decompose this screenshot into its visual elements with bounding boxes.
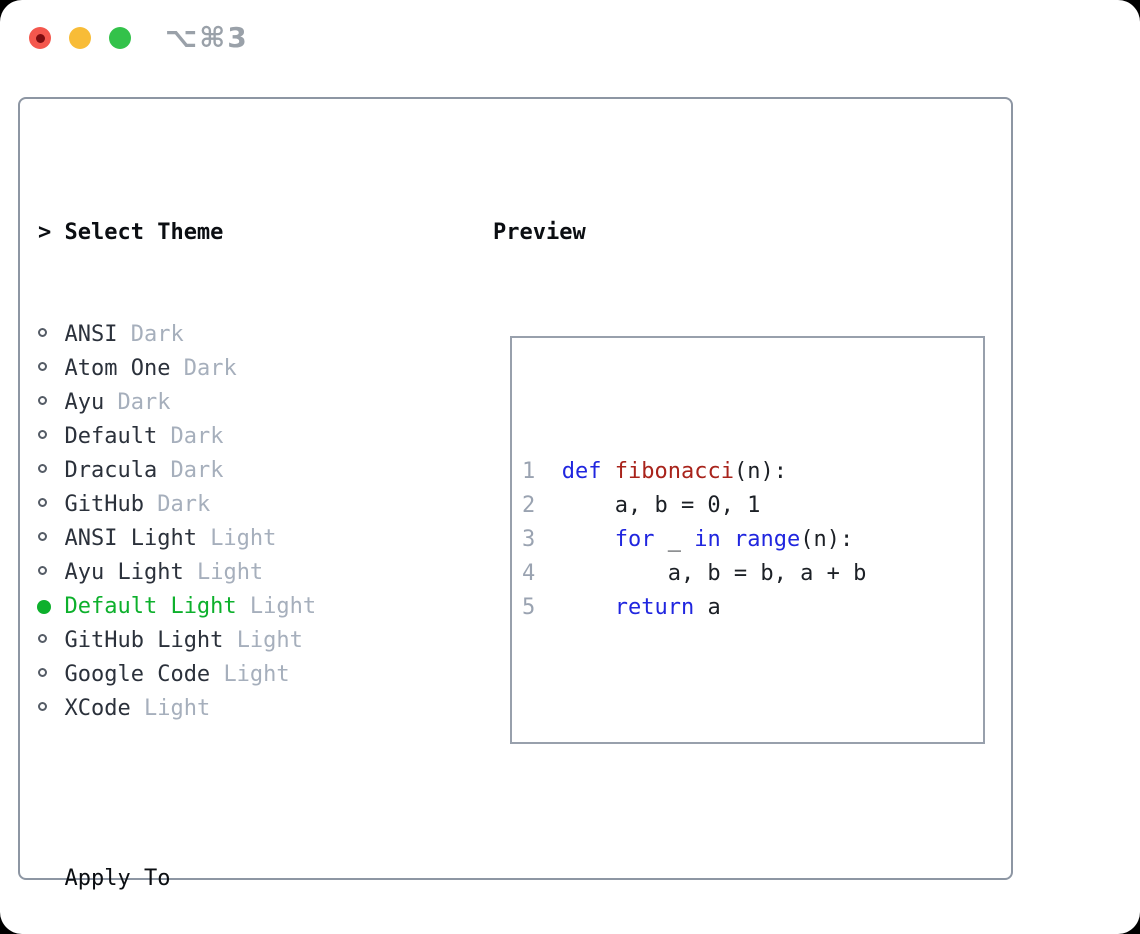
radio-icon: [38, 454, 64, 488]
code-content: for _ in range(n):: [614, 527, 854, 552]
theme-name: GitHub: [64, 492, 144, 517]
minimize-button[interactable]: [69, 27, 91, 49]
theme-variant-tag: Light: [210, 526, 277, 551]
radio-icon: [38, 420, 64, 454]
line-number: 2: [522, 493, 536, 518]
theme-option[interactable]: GitHub Dark: [38, 488, 480, 522]
apply-to-header-row: Apply To: [38, 862, 480, 896]
cursor-icon: >: [38, 220, 52, 245]
theme-name: Ayu Light: [64, 560, 184, 585]
window-shortcut-label: ⌥⌘3: [165, 21, 249, 54]
radio-icon: [38, 692, 64, 726]
theme-variant-tag: Dark: [183, 356, 237, 381]
radio-icon: [38, 318, 64, 352]
theme-name: Ayu: [64, 390, 105, 415]
theme-option[interactable]: Dracula Dark: [38, 454, 480, 488]
theme-option[interactable]: Default Dark: [38, 420, 480, 454]
theme-option-label: Dracula Dark: [64, 454, 223, 488]
theme-variant-tag: Light: [236, 628, 303, 653]
theme-name: Google Code: [64, 662, 211, 687]
line-number: 5: [522, 595, 536, 620]
code-line: 5 return a: [522, 591, 983, 625]
theme-name: Atom One: [64, 356, 171, 381]
line-number: 4: [522, 561, 536, 586]
theme-list-title: Select Theme: [64, 220, 224, 245]
theme-option-label: Google Code Light: [64, 658, 289, 692]
code-content: def fibonacci(n):: [561, 459, 787, 484]
code-content: a, b = b, a + b: [561, 561, 867, 586]
unsaved-indicator-icon: [35, 33, 45, 43]
line-number: 3: [522, 527, 536, 552]
theme-option-label: Ayu Light Light: [64, 556, 263, 590]
theme-option-label: ANSI Light Light: [64, 522, 276, 556]
code-line: 2 a, b = 0, 1: [522, 489, 983, 523]
radio-icon: [38, 352, 64, 386]
theme-option[interactable]: Ayu Dark: [38, 386, 480, 420]
radio-icon: [38, 522, 64, 556]
radio-icon: [38, 488, 64, 522]
radio-selected-icon: [37, 590, 64, 624]
theme-option[interactable]: ANSI Dark: [38, 318, 480, 352]
titlebar: ⌥⌘3: [29, 21, 249, 54]
preview-title: Preview: [493, 220, 586, 245]
theme-name: ANSI Light: [64, 526, 197, 551]
line-number: 1: [522, 459, 536, 484]
theme-variant-tag: Light: [143, 696, 211, 721]
theme-variant-tag: Dark: [117, 390, 171, 415]
theme-name: GitHub Light: [64, 628, 224, 653]
radio-icon: [38, 556, 64, 590]
code-line: 4 a, b = b, a + b: [522, 557, 983, 591]
radio-icon: [38, 386, 64, 420]
theme-option-label: Atom One Dark: [64, 352, 236, 386]
theme-variant-tag: Dark: [157, 492, 211, 517]
theme-name: XCode: [64, 696, 131, 721]
theme-name: Dracula: [64, 458, 158, 483]
theme-variant-tag: Light: [249, 594, 317, 619]
theme-list-header-row: > Select Theme: [38, 216, 480, 250]
apply-to-header-spacer: [38, 862, 64, 896]
theme-option[interactable]: Default Light Light: [37, 590, 480, 624]
theme-variant-tag: Dark: [170, 458, 224, 483]
theme-variant-tag: Dark: [170, 424, 224, 449]
code-content: return a: [614, 595, 721, 620]
close-button[interactable]: [29, 27, 51, 49]
theme-variant-tag: Dark: [130, 322, 184, 347]
theme-option[interactable]: Ayu Light Light: [38, 556, 480, 590]
theme-option[interactable]: XCode Light: [38, 692, 480, 726]
theme-option-label: ANSI Dark: [64, 318, 183, 352]
theme-option[interactable]: Google Code Light: [38, 658, 480, 692]
apply-to-title: Apply To: [64, 866, 171, 891]
zoom-button[interactable]: [109, 27, 131, 49]
theme-option[interactable]: ANSI Light Light: [38, 522, 480, 556]
theme-name: Default: [64, 424, 158, 449]
code-line: 1 def fibonacci(n):: [522, 455, 983, 489]
radio-icon: [38, 624, 64, 658]
theme-option-label: Default Light Light: [64, 590, 316, 624]
radio-icon: [38, 658, 64, 692]
code-line: 3 for _ in range(n):: [522, 523, 983, 557]
theme-option-label: Default Dark: [64, 420, 223, 454]
theme-variant-tag: Light: [196, 560, 264, 585]
theme-name: Default Light: [64, 594, 237, 619]
theme-variant-tag: Light: [223, 662, 290, 687]
theme-option-label: GitHub Light Light: [64, 624, 302, 658]
theme-option-label: XCode Light: [64, 692, 210, 726]
theme-name: ANSI: [64, 322, 118, 347]
theme-option[interactable]: Atom One Dark: [38, 352, 480, 386]
theme-option[interactable]: GitHub Light Light: [38, 624, 480, 658]
blank-line: [522, 693, 983, 727]
theme-option-label: GitHub Dark: [64, 488, 210, 522]
code-content: a, b = 0, 1: [561, 493, 761, 518]
theme-option-label: Ayu Dark: [64, 386, 170, 420]
